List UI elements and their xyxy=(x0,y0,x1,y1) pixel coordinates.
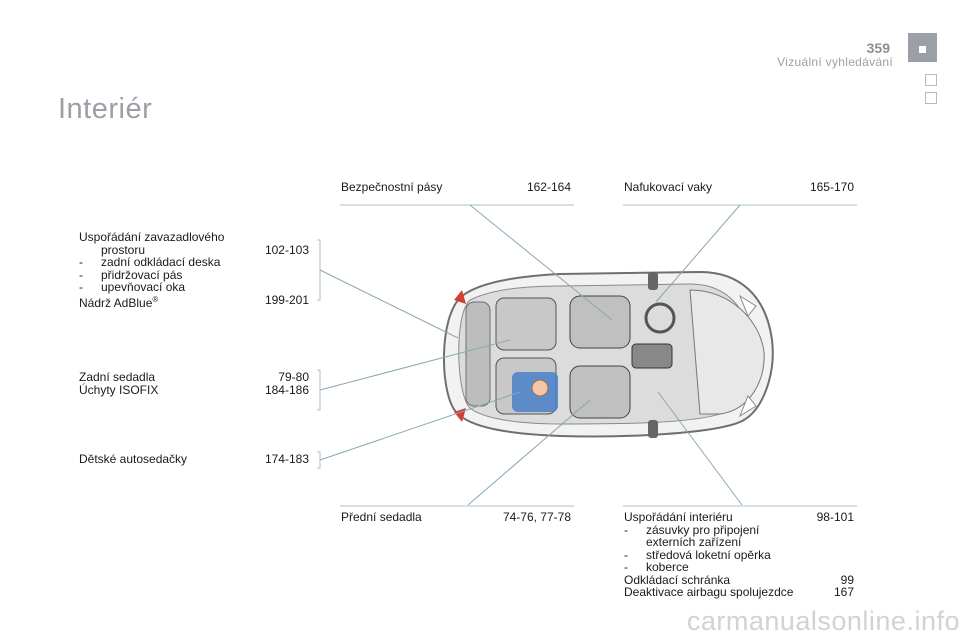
boot-item: -upevňovací oka xyxy=(79,280,186,294)
airbags-pages[interactable]: 165-170 xyxy=(809,180,854,194)
section-tab-empty-1[interactable] xyxy=(925,74,937,86)
page-number: 359 xyxy=(866,40,890,56)
leader-interior xyxy=(657,391,743,506)
boot-item: -zadní odkládací deska xyxy=(79,255,221,269)
callout-seat-belts: Bezpečnostní pásy 162-164 xyxy=(341,181,571,194)
callout-rear-seats: Zadní sedadla 79-80 Úchyty ISOFIX 184-18… xyxy=(79,371,309,396)
rear-seats-label: Zadní sedadla xyxy=(79,370,156,384)
seat-belts-label: Bezpečnostní pásy xyxy=(341,180,443,194)
front-seats-label: Přední sedadla xyxy=(341,510,422,524)
deactivation-label: Deaktivace airbagu spolujezdce xyxy=(624,585,794,599)
rear-seats-pages[interactable]: 79-80 xyxy=(278,370,309,384)
deactivation-pages[interactable]: 167 xyxy=(833,585,854,599)
section-title: Vizuální vyhledávání xyxy=(777,55,893,69)
interior-item-continuation: externích zařízení xyxy=(646,535,742,549)
leader-airbags xyxy=(655,204,741,303)
adblue-pages[interactable]: 199-201 xyxy=(264,292,309,307)
child-seats-pages[interactable]: 174-183 xyxy=(264,452,309,466)
seat-belts-pages[interactable]: 162-164 xyxy=(526,180,571,194)
callout-front-seats: Přední sedadla 74-76, 77-78 xyxy=(341,511,571,524)
boot-label-line2: prostoru xyxy=(101,242,146,257)
glovebox-label: Odkládací schránka xyxy=(624,572,731,587)
bracket-child-seats xyxy=(317,451,321,469)
section-tab-empty-2[interactable] xyxy=(925,92,937,104)
interior-label: Uspořádání interiéru xyxy=(624,510,733,524)
child-seats-label: Dětské autosedačky xyxy=(79,452,188,466)
leader-front-seats xyxy=(467,399,591,506)
leader-seat-belts xyxy=(469,204,613,321)
boot-item: -přidržovací pás xyxy=(79,267,183,282)
boot-pages[interactable]: 102-103 xyxy=(264,242,309,257)
watermark: carmanualsonline.info xyxy=(686,606,960,636)
isofix-pages[interactable]: 184-186 xyxy=(264,382,309,397)
glovebox-pages[interactable]: 99 xyxy=(840,572,854,587)
page-title: Interiér xyxy=(58,93,153,125)
front-seats-pages[interactable]: 74-76, 77-78 xyxy=(502,510,571,524)
boot-label-line1: Uspořádání zavazadlového xyxy=(79,230,225,244)
callout-interior: Uspořádání interiéru 98-101 -zásuvky pro… xyxy=(624,511,854,599)
car-top-view xyxy=(443,270,774,438)
bracket-rear-seats xyxy=(317,369,321,411)
interior-item: -zásuvky pro připojení xyxy=(624,522,760,537)
interior-pages[interactable]: 98-101 xyxy=(816,510,854,524)
callout-airbags: Nafukovací vaky 165-170 xyxy=(624,181,854,194)
airbags-label: Nafukovací vaky xyxy=(624,180,713,194)
isofix-label: Úchyty ISOFIX xyxy=(79,382,159,397)
interior-item: -středová loketní opěrka xyxy=(624,547,771,562)
tab-dot-icon xyxy=(919,46,926,53)
adblue-label: Nádrž AdBlue® xyxy=(79,294,159,310)
callout-boot: Uspořádání zavazadlového prostoru 102-10… xyxy=(79,231,309,309)
leader-child-seats xyxy=(319,391,521,461)
bracket-boot xyxy=(317,239,321,301)
callout-child-seats: Dětské autosedačky 174-183 xyxy=(79,453,309,466)
section-tab-active[interactable] xyxy=(908,33,937,62)
interior-item: -koberce xyxy=(624,560,689,574)
leader-rear-seats xyxy=(319,339,511,391)
leader-boot xyxy=(319,269,459,339)
